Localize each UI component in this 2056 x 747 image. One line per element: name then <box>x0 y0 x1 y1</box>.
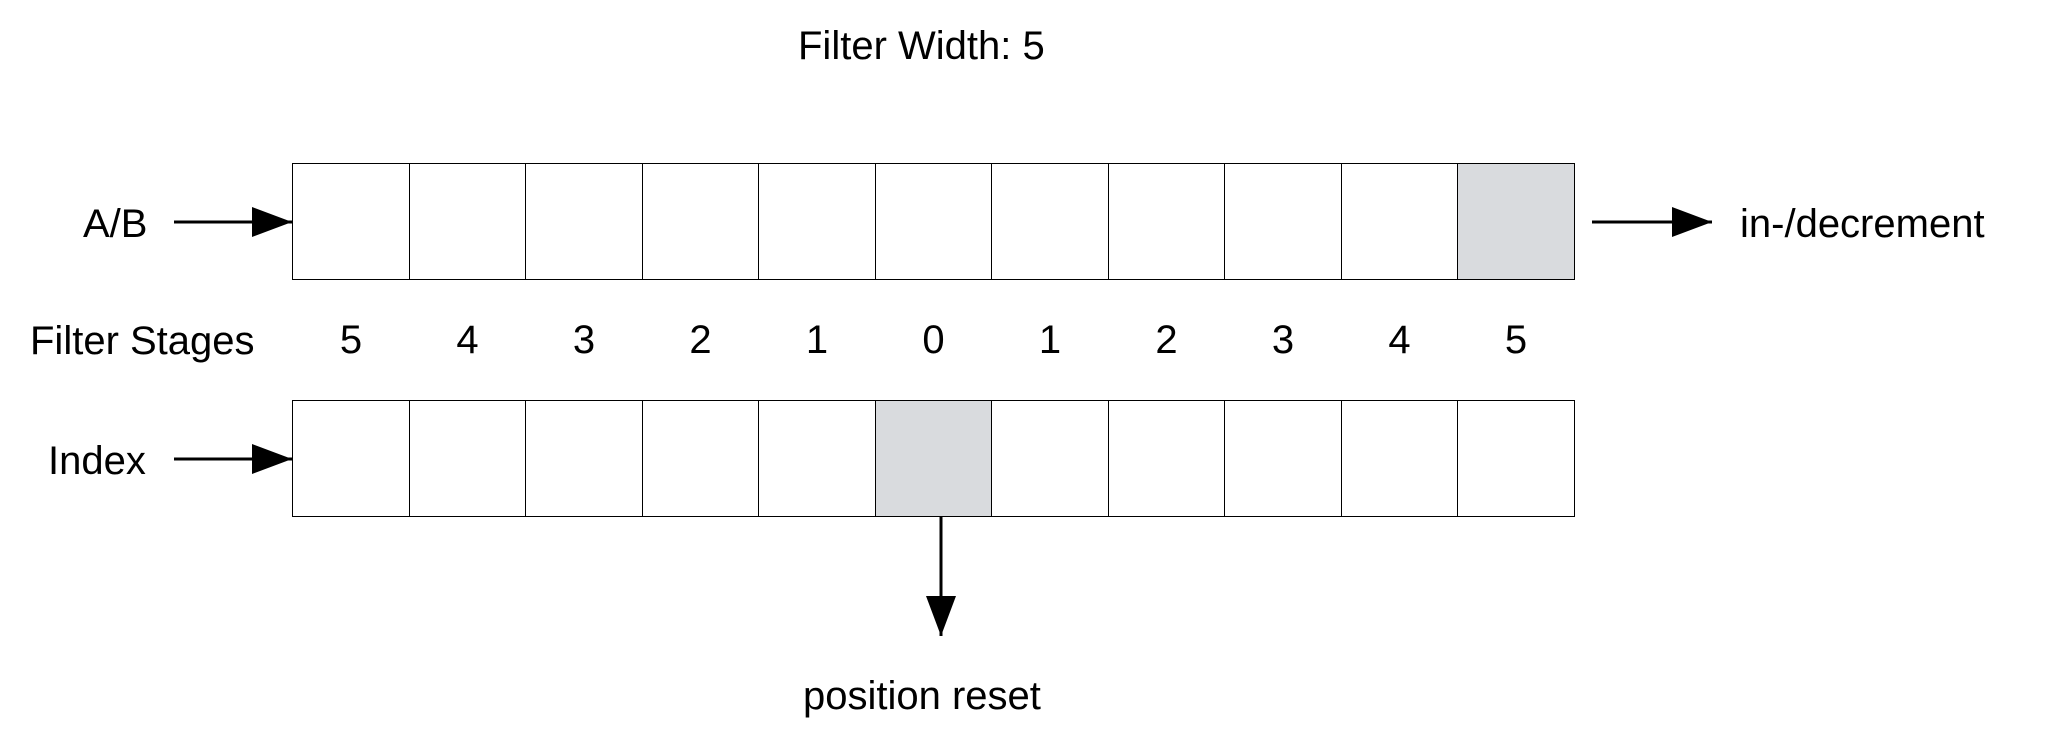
stage-number: 1 <box>805 318 829 362</box>
index-register-cell <box>292 400 410 517</box>
ab-register-cell <box>408 163 527 280</box>
ab-register-cell <box>991 163 1109 280</box>
index-register-cell <box>1457 400 1575 517</box>
stage-number: 5 <box>339 318 363 362</box>
index-register <box>292 400 1594 517</box>
output-label: in-/decrement <box>1740 202 1985 246</box>
stage-number: 4 <box>456 318 479 362</box>
stage-number: 3 <box>572 318 596 362</box>
stage-number: 2 <box>689 318 712 362</box>
ab-register-cell <box>1340 163 1459 280</box>
index-register-cell <box>991 400 1109 517</box>
reset-label: position reset <box>803 674 1041 718</box>
index-register-cell <box>408 400 527 517</box>
diagram-title: Filter Width: 5 <box>798 24 1045 68</box>
filter-stages-label: Filter Stages <box>30 319 255 363</box>
ab-register-cell <box>1107 163 1226 280</box>
filter-stage-numbers: 5 4 3 2 1 0 1 2 3 4 5 <box>292 318 1594 362</box>
ab-register-cell <box>641 163 760 280</box>
ab-register-cell <box>525 163 643 280</box>
ab-input-label: A/B <box>83 202 148 246</box>
index-input-label: Index <box>48 439 146 483</box>
index-register-cell <box>641 400 760 517</box>
index-register-cell <box>1340 400 1459 517</box>
index-register-cell <box>1107 400 1226 517</box>
stage-number: 1 <box>1038 318 1062 362</box>
stage-number: 2 <box>1155 318 1178 362</box>
ab-register-cell <box>292 163 410 280</box>
stage-number: 4 <box>1388 318 1411 362</box>
stage-number: 3 <box>1271 318 1295 362</box>
ab-register <box>292 163 1594 280</box>
stage-number: 5 <box>1504 318 1528 362</box>
ab-register-cell <box>874 163 993 280</box>
index-register-cell <box>758 400 876 517</box>
index-register-cell <box>1224 400 1342 517</box>
ab-register-cell-highlighted <box>1457 163 1575 280</box>
index-register-cell-highlighted <box>874 400 993 517</box>
index-register-cell <box>525 400 643 517</box>
stage-number: 0 <box>922 318 945 362</box>
ab-register-cell <box>758 163 876 280</box>
ab-register-cell <box>1224 163 1342 280</box>
